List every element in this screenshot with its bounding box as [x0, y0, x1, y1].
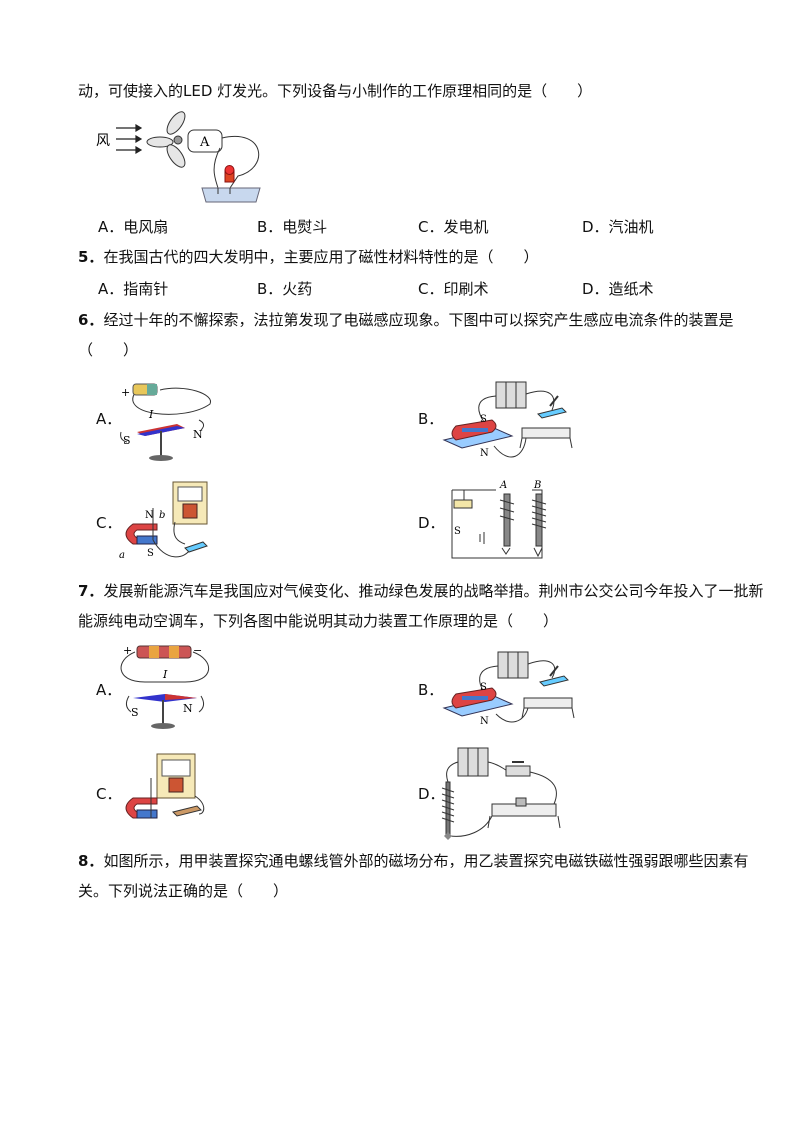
- q6-option-d[interactable]: D．: [418, 514, 445, 532]
- svg-text:S: S: [131, 706, 139, 719]
- q6-figure-a-oersted: + I S N: [120, 383, 211, 461]
- svg-text:+: +: [121, 386, 130, 399]
- svg-text:N: N: [480, 716, 489, 727]
- q7-stem: 7．发展新能源汽车是我国应对气候变化、推动绿色发展的战略举措。荆州市公交公司今年…: [78, 581, 763, 601]
- svg-text:N: N: [183, 702, 193, 715]
- q7-number: 7．: [78, 582, 104, 600]
- q7-text: 发展新能源汽车是我国应对气候变化、推动绿色发展的战略举措。荆州市公交公司今年投入…: [103, 582, 764, 600]
- q7-option-d[interactable]: D．: [418, 785, 445, 803]
- q8-text: 如图所示，用甲装置探究通电螺线管外部的磁场分布，用乙装置探究电磁铁磁性强弱跟哪些…: [103, 852, 749, 870]
- q7-stem-end: 能源纯电动空调车，下列各图中能说明其动力装置工作原理的是（ ）: [78, 612, 559, 630]
- q7-option-c[interactable]: C．: [96, 785, 122, 803]
- motor-label: A: [199, 135, 210, 150]
- q4-option-c[interactable]: C．发电机: [418, 218, 489, 236]
- svg-text:B: B: [533, 480, 541, 491]
- q7-option-a[interactable]: A．: [96, 681, 122, 699]
- svg-text:N: N: [193, 428, 203, 441]
- q5-number: 5．: [78, 248, 104, 266]
- q4-option-d[interactable]: D．汽油机: [582, 218, 654, 236]
- svg-text:b: b: [159, 510, 165, 521]
- q7-option-b[interactable]: B．: [418, 681, 444, 699]
- svg-text:+: +: [123, 644, 132, 657]
- q6-number: 6．: [78, 311, 104, 329]
- q6-option-c[interactable]: C．: [96, 514, 122, 532]
- svg-text:A: A: [499, 480, 507, 491]
- q7-figure-a-oersted: + − I S N: [120, 644, 210, 729]
- q6-stem-end: （ ）: [78, 341, 139, 359]
- q7-figure-c-galvanometer: [125, 753, 205, 819]
- svg-text:N: N: [480, 448, 489, 459]
- wind-generator-figure: 风 A: [96, 111, 261, 203]
- q8-number: 8．: [78, 852, 104, 870]
- svg-text:−: −: [193, 644, 202, 657]
- svg-text:a: a: [119, 550, 125, 561]
- q6-text: 经过十年的不懈探索，法拉第发现了电磁感应现象。下图中可以探究产生感应电流条件的装…: [103, 311, 734, 329]
- q5-option-b[interactable]: B．火药: [257, 280, 313, 298]
- svg-text:I: I: [148, 408, 154, 421]
- q6-option-a[interactable]: A．: [96, 410, 122, 428]
- q6-stem: 6．经过十年的不懈探索，法拉第发现了电磁感应现象。下图中可以探究产生感应电流条件…: [78, 310, 733, 330]
- q5-stem: 5．在我国古代的四大发明中，主要应用了磁性材料特性的是（ ）: [78, 247, 538, 267]
- q4-option-a[interactable]: A．电风扇: [98, 218, 169, 236]
- q5-option-c[interactable]: C．印刷术: [418, 280, 489, 298]
- wind-label: 风: [96, 133, 110, 149]
- svg-text:S: S: [454, 526, 461, 537]
- q6-figure-b-motor-setup: S N: [442, 381, 573, 459]
- q5-text: 在我国古代的四大发明中，主要应用了磁性材料特性的是（ ）: [103, 248, 539, 266]
- q6-option-b[interactable]: B．: [418, 410, 444, 428]
- svg-text:S: S: [123, 434, 131, 447]
- svg-text:S: S: [147, 548, 154, 559]
- q8-stem-end: 关。下列说法正确的是（ ）: [78, 882, 289, 900]
- q8-stem: 8．如图所示，用甲装置探究通电螺线管外部的磁场分布，用乙装置探究电磁铁磁性强弱跟…: [78, 851, 748, 871]
- svg-text:S: S: [480, 414, 487, 425]
- svg-text:S: S: [480, 682, 487, 693]
- q7-figure-d-electromagnet-circuit: [441, 747, 561, 840]
- q4-stem: 动，可使接入的LED 灯发光。下列设备与小制作的工作原理相同的是（ ）: [78, 82, 593, 100]
- q5-option-d[interactable]: D．造纸术: [582, 280, 654, 298]
- q7-figure-b-motor-setup: S N: [442, 651, 575, 727]
- q5-option-a[interactable]: A．指南针: [98, 280, 169, 298]
- q6-figure-d-electromagnets: S A B: [451, 480, 547, 559]
- svg-text:I: I: [162, 668, 168, 681]
- svg-text:N: N: [145, 510, 154, 521]
- q6-figure-c-galvanometer: N b a S: [119, 481, 208, 561]
- q4-option-b[interactable]: B．电熨斗: [257, 218, 328, 236]
